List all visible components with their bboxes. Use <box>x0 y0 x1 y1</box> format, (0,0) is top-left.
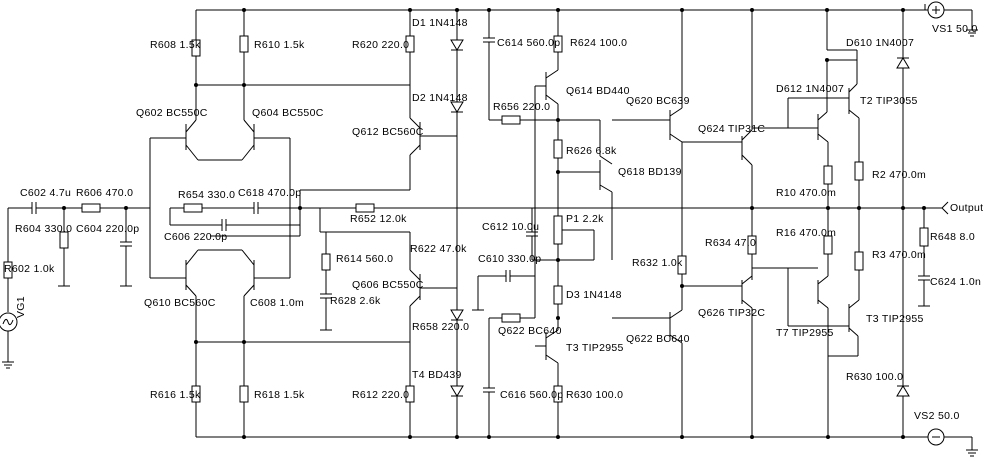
r10-label: R10 470.0m <box>776 187 836 199</box>
input-signal-source: VG1 R602 1.0k <box>0 208 55 369</box>
p1-label: P1 2.2k <box>566 213 604 225</box>
r654-label: R654 330.0 <box>178 189 235 201</box>
positive-supply-rail <box>196 4 926 11</box>
input-pair-top: R608 1.5k R610 1.5k Q602 BC550C Q604 BC5… <box>136 10 410 278</box>
rail-junctions <box>242 8 905 439</box>
source-label: VG1 <box>15 296 27 318</box>
q610-label: C608 1.0m <box>250 297 304 309</box>
voltage-amp-stage: R620 220.0 Q612 BC560C R622 47.0k R614 5… <box>319 10 467 437</box>
vs2-label: VS2 50.0 <box>914 410 960 422</box>
r2-label: R2 470.0m <box>872 169 926 181</box>
r608-label: R608 1.5k <box>150 39 201 51</box>
d612-label: D610 1N4007 <box>846 37 914 49</box>
output-terminal: Output <box>930 201 983 215</box>
c602-label: C602 4.7u <box>20 187 71 199</box>
q602-label: Q602 BC550C <box>136 107 208 119</box>
q620-label: Q620 BC639 <box>626 95 690 107</box>
c606-label: C606 220.0p <box>164 231 227 243</box>
t4-label: T3 TIP2955 <box>566 342 624 354</box>
input-network: C602 4.7u R606 470.0 R604 330.0 C604 220… <box>8 187 150 287</box>
q622-label: Q622 BC640 <box>626 333 690 345</box>
q608-label: Q610 BC560C <box>144 297 216 309</box>
r652-label: R652 12.0k <box>350 213 407 225</box>
t2-label: D612 1N4007 <box>776 83 844 95</box>
input-pair-bottom: Q610 BC560C C608 1.0m R616 1.5k R618 1.5… <box>144 225 410 437</box>
c604-label: C604 220.0p <box>76 223 139 235</box>
c612-label: C612 10.0u <box>482 221 539 233</box>
diode-string: D1 1N4148 D2 1N4148 R658 220.0 T4 BD439 <box>412 10 469 437</box>
q626-label: Q626 TIP32C <box>698 307 765 319</box>
r658-label: Q622 BC640 <box>498 325 562 337</box>
r624-label: R624 100.0 <box>570 37 627 49</box>
r626-label: R626 6.8k <box>566 145 617 157</box>
q614-label: Q614 BD440 <box>566 85 630 97</box>
t7-label: T7 TIP2955 <box>776 327 834 339</box>
c608-label: R628 2.6k <box>330 295 381 307</box>
driver-stage: C614 560.0p R624 100.0 Q614 BD440 R656 2… <box>472 10 682 437</box>
r628-label: D3 1N4148 <box>566 289 622 301</box>
r606-label: R606 470.0 <box>76 187 133 199</box>
r614-label: R614 560.0 <box>336 253 393 265</box>
predriver-stage: Q620 BC639 Q624 TIP31C R632 1.0k R634 47… <box>612 10 765 437</box>
d610-label: R630 100.0 <box>846 371 903 383</box>
r602-label: R602 1.0k <box>4 263 55 275</box>
d1-label: D1 1N4148 <box>412 17 468 29</box>
vs1-supply-source: VS1 50.0 <box>920 1 978 37</box>
t1-label: T2 TIP3055 <box>860 95 918 107</box>
c616-label: C616 560.0p <box>500 389 563 401</box>
zobel-network: R648 8.0 C624 1.0n <box>918 206 981 307</box>
r630-label: R630 100.0 <box>566 389 623 401</box>
r610-label: R610 1.5k <box>254 39 305 51</box>
r16-label: R16 470.0m <box>776 227 836 239</box>
r612-label: R612 220.0 <box>352 389 409 401</box>
q624-label: Q624 TIP31C <box>698 123 765 135</box>
r3-label: R3 470.0m <box>872 249 926 261</box>
c614-label: C614 560.0p <box>497 37 560 49</box>
r648-label: R648 8.0 <box>930 231 975 243</box>
q618-label: Q618 BD139 <box>618 166 682 178</box>
output-label: Output <box>950 202 983 214</box>
r634-label: R634 47.0 <box>705 237 756 249</box>
c624-label: C624 1.0n <box>930 276 981 288</box>
r656-label: R656 220.0 <box>493 101 550 113</box>
d2-label: D2 1N4148 <box>412 92 468 104</box>
c618-label: C618 470.0p <box>238 187 301 199</box>
output-stage: D610 1N4007 D612 1N4007 T2 TIP3055 R10 4… <box>752 10 926 437</box>
r618-label: R618 1.5k <box>254 389 305 401</box>
q612-label: Q612 BC560C <box>352 126 424 138</box>
r604-label: R604 330.0 <box>15 223 72 235</box>
r620-label: R620 220.0 <box>352 39 409 51</box>
t3-label: T3 TIP2955 <box>866 313 924 325</box>
d4-label: T4 BD439 <box>412 369 462 381</box>
q604-label: Q604 BC550C <box>252 107 324 119</box>
d3-label: R658 220.0 <box>412 321 469 333</box>
r616-label: R616 1.5k <box>150 389 201 401</box>
q606-label: Q606 BC550C <box>352 279 424 291</box>
c610-label: C610 330.0p <box>478 253 541 265</box>
r622-label: R622 47.0k <box>410 243 467 255</box>
r632-label: R632 1.0k <box>632 257 683 269</box>
vs1-label: VS1 50.0 <box>932 23 978 35</box>
feedback-network: R654 330.0 C618 470.0p C606 220.0p R652 … <box>164 187 930 243</box>
vs2-supply-source: VS2 50.0 <box>900 410 978 457</box>
